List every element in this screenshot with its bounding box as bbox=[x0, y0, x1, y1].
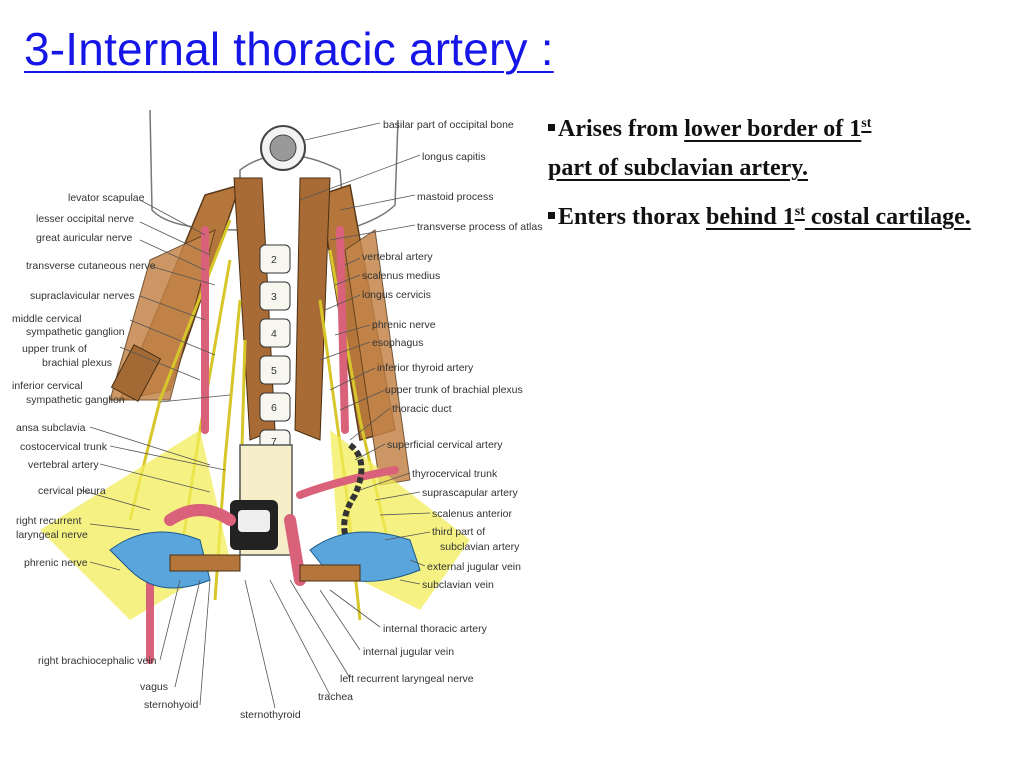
figure-label: trachea bbox=[318, 691, 353, 703]
figure-label: levator scapulae bbox=[68, 192, 145, 204]
figure-label: basilar part of occipital bone bbox=[383, 119, 514, 131]
bullet-text: Arises from bbox=[558, 116, 685, 142]
bullet-underlined-text: costal cartilage. bbox=[804, 204, 971, 230]
figure-label: esophagus bbox=[372, 337, 423, 349]
figure-label: costocervical trunk bbox=[20, 441, 108, 453]
figure-label: subclavian vein bbox=[422, 579, 494, 591]
figure-label: upper trunk of brachial plexus bbox=[385, 384, 523, 396]
figure-label: internal jugular vein bbox=[363, 646, 454, 658]
bullet-underlined-text: behind 1 bbox=[705, 204, 795, 230]
vertebra-number: 5 bbox=[271, 365, 277, 377]
square-bullet-icon bbox=[548, 212, 555, 219]
figure-label: right brachiocephalic vein bbox=[38, 655, 157, 667]
figure-label: longus capitis bbox=[422, 151, 486, 163]
figure-label: external jugular vein bbox=[427, 561, 521, 573]
anatomy-figure: 2 3 4 5 6 7 bbox=[0, 100, 545, 740]
figure-label: vertebral artery bbox=[362, 251, 433, 263]
bullet-text: Enters thorax bbox=[558, 204, 706, 230]
figure-label: sympathetic ganglion bbox=[26, 394, 125, 406]
figure-label: subclavian artery bbox=[440, 541, 520, 553]
figure-label: scalenus anterior bbox=[432, 508, 512, 520]
clavicle-cut-right bbox=[169, 554, 241, 572]
bullet-underlined-text: lower border of 1 bbox=[684, 116, 862, 142]
figure-label: left recurrent laryngeal nerve bbox=[340, 673, 474, 685]
figure-label: supraclavicular nerves bbox=[30, 290, 134, 302]
neck-root-illustration: 2 3 4 5 6 7 bbox=[12, 109, 542, 721]
figure-label: vertebral artery bbox=[28, 459, 99, 471]
figure-label: third part of bbox=[432, 526, 485, 538]
figure-label: phrenic nerve bbox=[24, 557, 88, 569]
vertebra-number: 2 bbox=[271, 254, 277, 266]
superscript: st bbox=[861, 116, 872, 131]
figure-label: thoracic duct bbox=[392, 403, 452, 415]
bullet-underlined-text: part of subclavian artery. bbox=[548, 155, 808, 181]
figure-label: sternothyroid bbox=[240, 709, 301, 721]
figure-label: mastoid process bbox=[417, 191, 493, 203]
figure-label: scalenus medius bbox=[362, 270, 440, 282]
arteries bbox=[146, 226, 399, 664]
figure-label: upper trunk of bbox=[22, 343, 87, 355]
figure-label: inferior cervical bbox=[12, 380, 83, 392]
superscript: st bbox=[794, 204, 805, 219]
figure-label: middle cervical bbox=[12, 313, 81, 325]
slide-title: 3-Internal thoracic artery : bbox=[24, 23, 554, 75]
bullet-item-course: Enters thorax behind 1st costal cartilag… bbox=[548, 198, 1018, 237]
figure-label: transverse cutaneous nerve bbox=[26, 260, 156, 272]
figure-label: phrenic nerve bbox=[372, 319, 436, 331]
vertebra-number: 4 bbox=[271, 328, 277, 340]
figure-label: right recurrent bbox=[16, 515, 81, 527]
figure-label: transverse process of atlas bbox=[417, 221, 542, 233]
figure-label: suprascapular artery bbox=[422, 487, 518, 499]
figure-label: sympathetic ganglion bbox=[26, 326, 125, 338]
bullet-item-origin: Arises from lower border of 1st part of s… bbox=[548, 110, 1018, 188]
figure-label: thyrocervical trunk bbox=[412, 468, 498, 480]
leader-lines bbox=[79, 122, 431, 709]
figure-label: sternohyoid bbox=[144, 699, 198, 711]
right-labels: basilar part of occipital bone longus ca… bbox=[362, 119, 542, 591]
vertebra-numbers: 2 3 4 5 6 7 bbox=[271, 254, 277, 448]
figure-label: vagus bbox=[140, 681, 168, 693]
thoracic-duct bbox=[341, 442, 365, 552]
vertebra-number: 3 bbox=[271, 291, 277, 303]
figure-label: inferior thyroid artery bbox=[377, 362, 474, 374]
figure-label: longus cervicis bbox=[362, 289, 431, 301]
left-labels: levator scapulae lesser occipital nerve … bbox=[12, 192, 156, 569]
figure-label: ansa subclavia bbox=[16, 422, 86, 434]
figure-label: superficial cervical artery bbox=[387, 439, 503, 451]
vertebra-number: 6 bbox=[271, 402, 277, 414]
figure-label: cervical pleura bbox=[38, 485, 106, 497]
figure-label: lesser occipital nerve bbox=[36, 213, 134, 225]
bottom-labels: internal thoracic artery internal jugula… bbox=[38, 623, 488, 721]
square-bullet-icon bbox=[548, 124, 555, 131]
figure-label: laryngeal nerve bbox=[16, 529, 88, 541]
figure-label: brachial plexus bbox=[42, 357, 112, 369]
figure-label: great auricular nerve bbox=[36, 232, 132, 244]
clavicle-cut-left bbox=[299, 564, 361, 582]
vertebra-number: 7 bbox=[271, 436, 277, 448]
vertebral-column bbox=[259, 244, 291, 453]
figure-label: internal thoracic artery bbox=[383, 623, 488, 635]
